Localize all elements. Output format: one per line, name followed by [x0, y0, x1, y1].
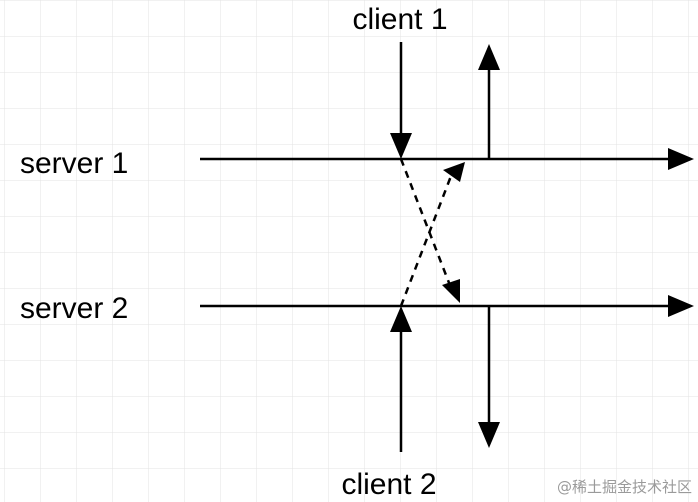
client-2-request-arrowhead: [390, 306, 412, 332]
replication-arrowhead-s2-to-s1: [443, 162, 465, 182]
client-1-label: client 1: [352, 3, 447, 36]
replication-arrowhead-s1-to-s2: [442, 279, 460, 303]
client-2-label: client 2: [341, 468, 436, 501]
replication-arrow-s1-to-s2: [399, 158, 453, 289]
server-1-label: server 1: [20, 147, 128, 180]
client-2-response-arrowhead: [478, 422, 500, 448]
server-1-arrowhead: [668, 148, 694, 170]
watermark: @稀土掘金技术社区: [557, 478, 692, 496]
server-2-label: server 2: [20, 292, 128, 325]
client-1-response-arrowhead: [478, 44, 500, 70]
server-2-arrowhead: [668, 295, 694, 317]
replication-arrow-s2-to-s1: [399, 175, 453, 307]
client-1-request-arrowhead: [390, 133, 412, 159]
